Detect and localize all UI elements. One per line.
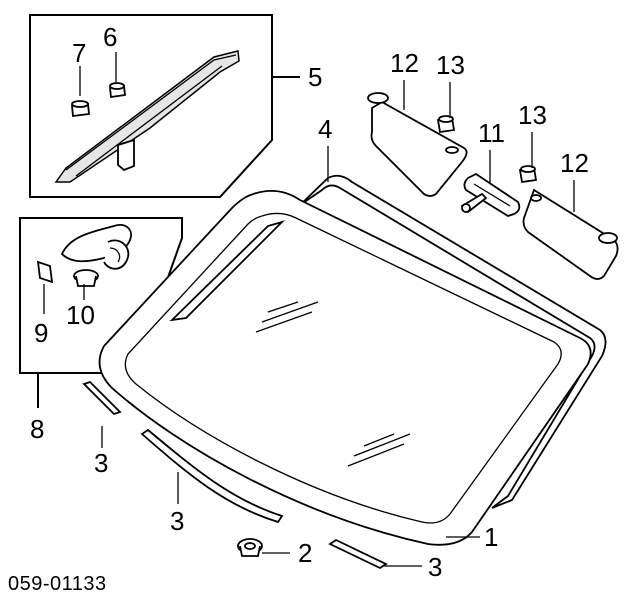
pillar-trim-box bbox=[29, 14, 300, 198]
callout-10: 10 bbox=[66, 300, 95, 330]
callout-12-right: 12 bbox=[560, 148, 589, 178]
visor-clip-13a bbox=[436, 115, 456, 134]
clip-7 bbox=[71, 100, 90, 118]
callout-4: 4 bbox=[318, 114, 332, 144]
clip-6 bbox=[109, 82, 126, 99]
molding-3c bbox=[328, 538, 388, 570]
callout-1: 1 bbox=[484, 522, 498, 552]
callout-13-left: 13 bbox=[436, 50, 465, 80]
visor-clip-13b bbox=[518, 165, 538, 184]
fastener-2 bbox=[237, 538, 263, 557]
dam-upper-left bbox=[169, 220, 286, 322]
mirror-base-part bbox=[60, 224, 132, 270]
callouts: 7 6 5 4 12 13 11 13 12 9 10 8 3 3 2 3 1 bbox=[30, 22, 589, 582]
molding-3b bbox=[140, 428, 284, 524]
leader-lines bbox=[43, 52, 575, 567]
sunvisor-right bbox=[522, 188, 619, 280]
callout-9: 9 bbox=[34, 318, 48, 348]
callout-3-a: 3 bbox=[94, 448, 108, 478]
cover-9 bbox=[36, 260, 54, 284]
rearview-mirror bbox=[460, 172, 521, 217]
diagram-code: 059-01133 bbox=[8, 573, 107, 595]
callout-13-right: 13 bbox=[518, 100, 547, 130]
callout-3-b: 3 bbox=[170, 506, 184, 536]
sunvisor-left bbox=[367, 92, 468, 197]
callout-11: 11 bbox=[478, 118, 505, 148]
callout-5: 5 bbox=[308, 62, 322, 92]
grommet-10 bbox=[73, 269, 99, 287]
pillar-trim-part bbox=[54, 50, 240, 183]
callout-6: 6 bbox=[103, 22, 117, 52]
callout-2: 2 bbox=[298, 538, 312, 568]
molding-3a bbox=[82, 380, 122, 416]
callout-7: 7 bbox=[72, 38, 86, 68]
callout-12-left: 12 bbox=[390, 48, 419, 78]
callout-8: 8 bbox=[30, 414, 44, 444]
windshield-molding bbox=[299, 174, 607, 509]
callout-3-c: 3 bbox=[428, 552, 442, 582]
